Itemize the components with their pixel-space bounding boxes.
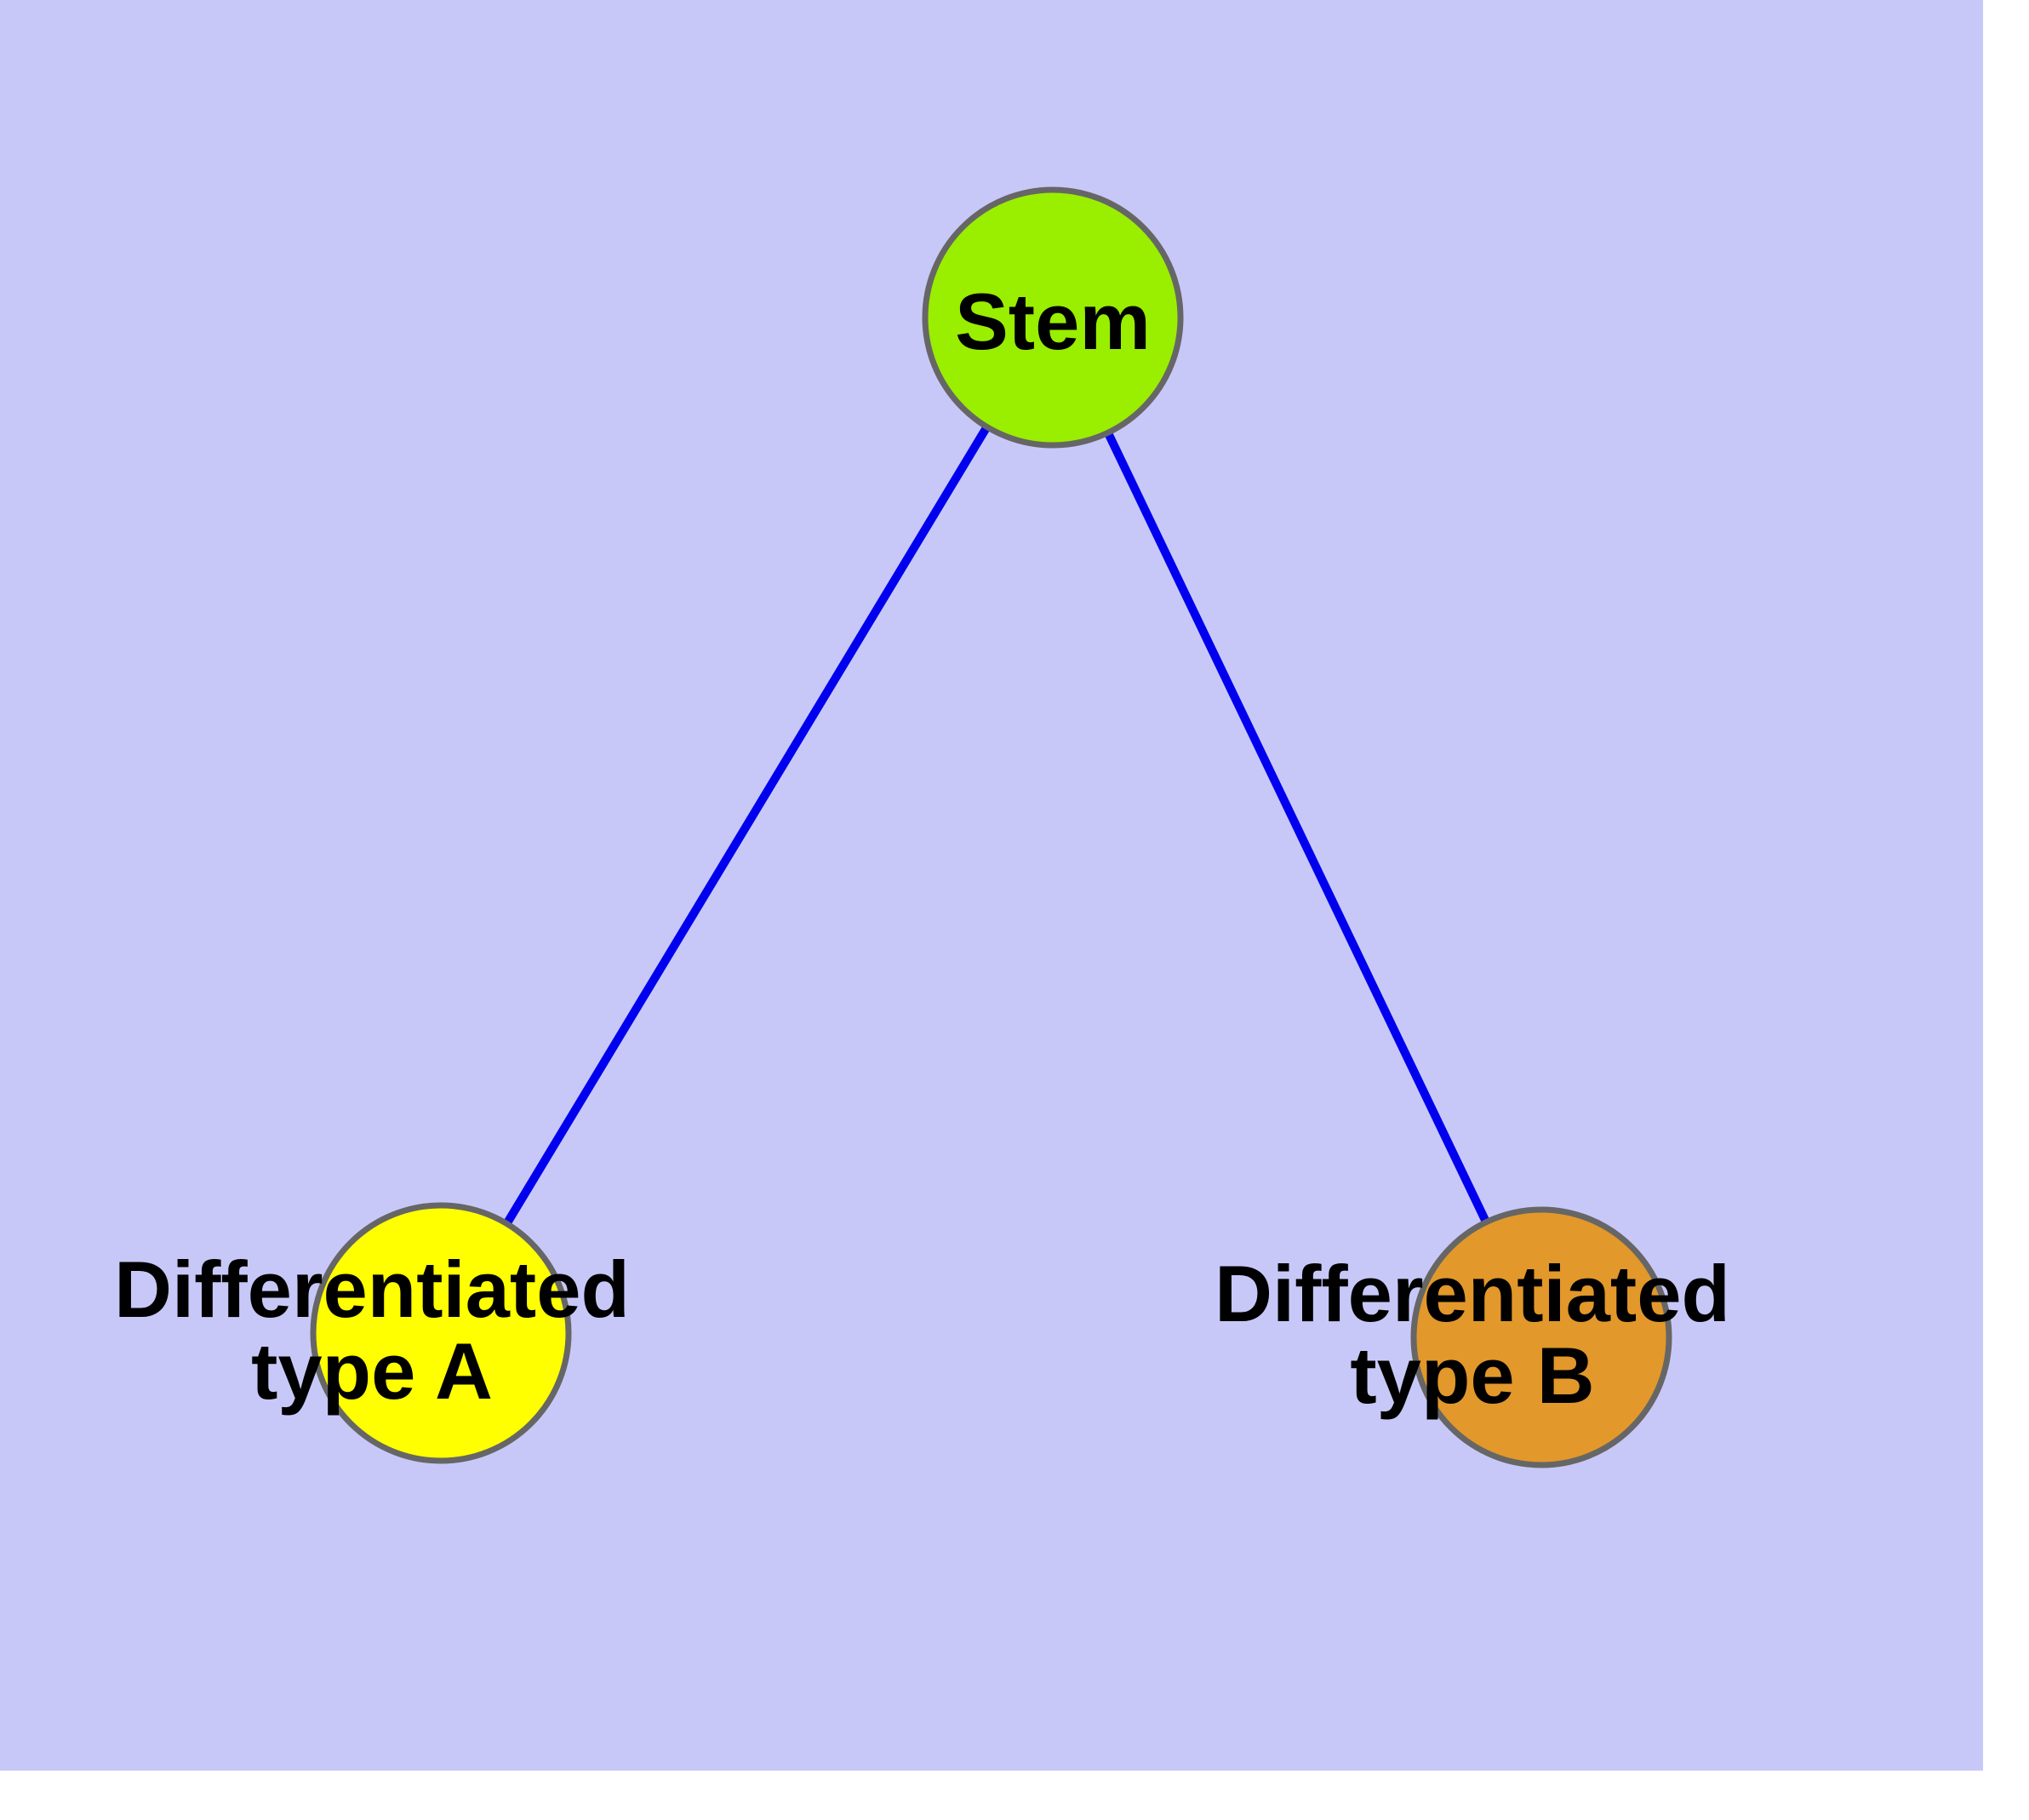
node-label: Stem	[955, 277, 1151, 366]
graph-edge	[501, 421, 992, 1229]
node-circle[interactable]	[310, 1202, 572, 1464]
node-label-line: Differentiated	[114, 1245, 630, 1334]
node-label-line: Differentiated	[1215, 1249, 1730, 1338]
node-label-line: type A	[251, 1326, 493, 1416]
edge-layer	[501, 421, 1492, 1229]
graph-edge	[1102, 427, 1492, 1228]
node-label-line: type B	[1350, 1331, 1594, 1420]
node-circle[interactable]	[1410, 1206, 1672, 1468]
node-circle[interactable]	[922, 186, 1184, 449]
graph-node-stem[interactable]: Stem	[922, 186, 1184, 449]
node-label-line: Stem	[955, 277, 1151, 366]
